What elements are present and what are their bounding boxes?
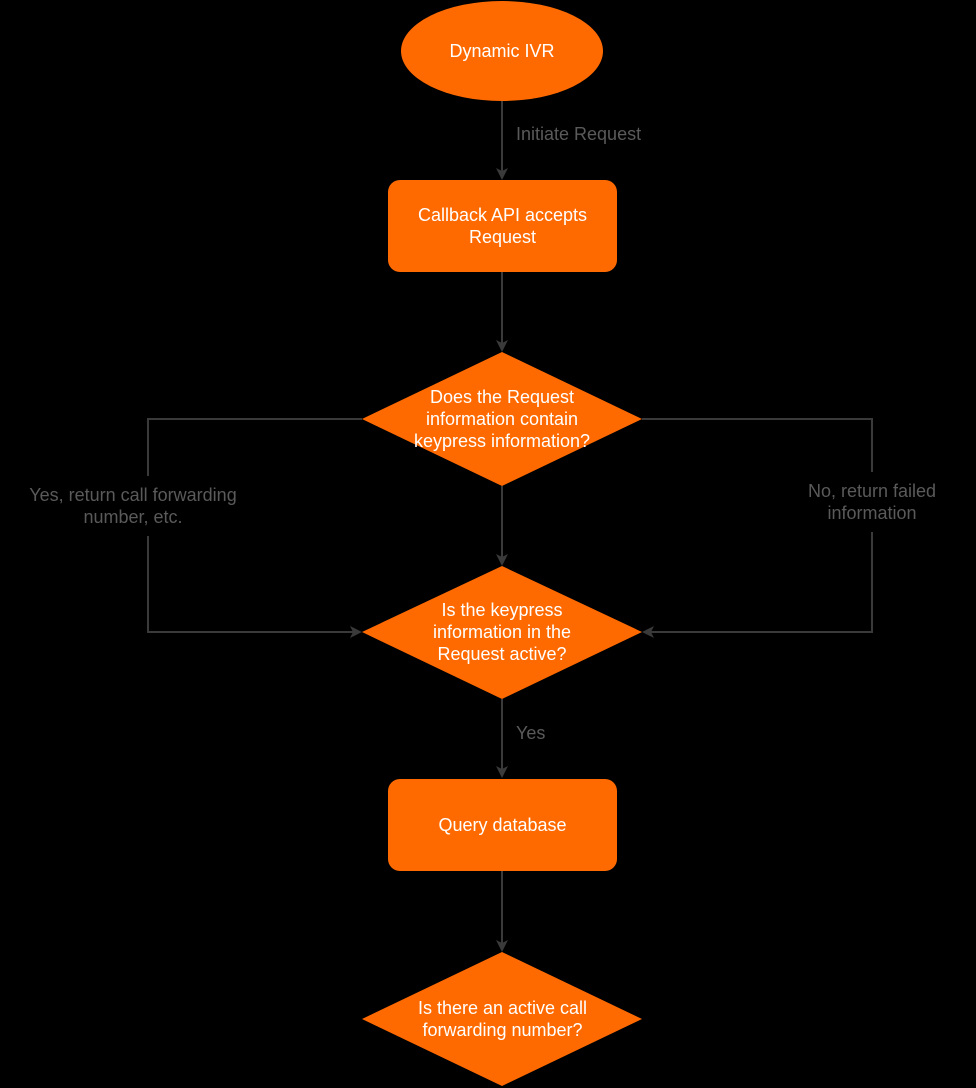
node-decision-forwarding-label: Is there an active call forwarding numbe… <box>417 998 588 1040</box>
node-decision-keypress-shape <box>362 352 642 486</box>
node-query-shape <box>388 779 617 871</box>
node-callback-label: Callback API accepts Request <box>417 205 588 247</box>
node-decision-keypress-label: Does the Request information contain key… <box>413 387 591 451</box>
edge-label-yes: Yes <box>516 723 546 743</box>
edge-label-initiate: Initiate Request <box>516 124 642 144</box>
node-decision-active-shape <box>362 566 642 699</box>
node-callback-shape <box>388 180 617 272</box>
node-query-label: Query database <box>438 815 567 835</box>
node-decision-forwarding-shape <box>362 952 642 1086</box>
edge-label-yes-forward: Yes, return call forwarding number, etc. <box>16 476 250 536</box>
node-start-shape <box>401 1 603 101</box>
node-decision-active-label: Is the keypress information in the Reque… <box>432 600 572 664</box>
edge-label-no-failed: No, return failed information <box>790 472 954 532</box>
node-start-label: Dynamic IVR <box>449 41 555 61</box>
